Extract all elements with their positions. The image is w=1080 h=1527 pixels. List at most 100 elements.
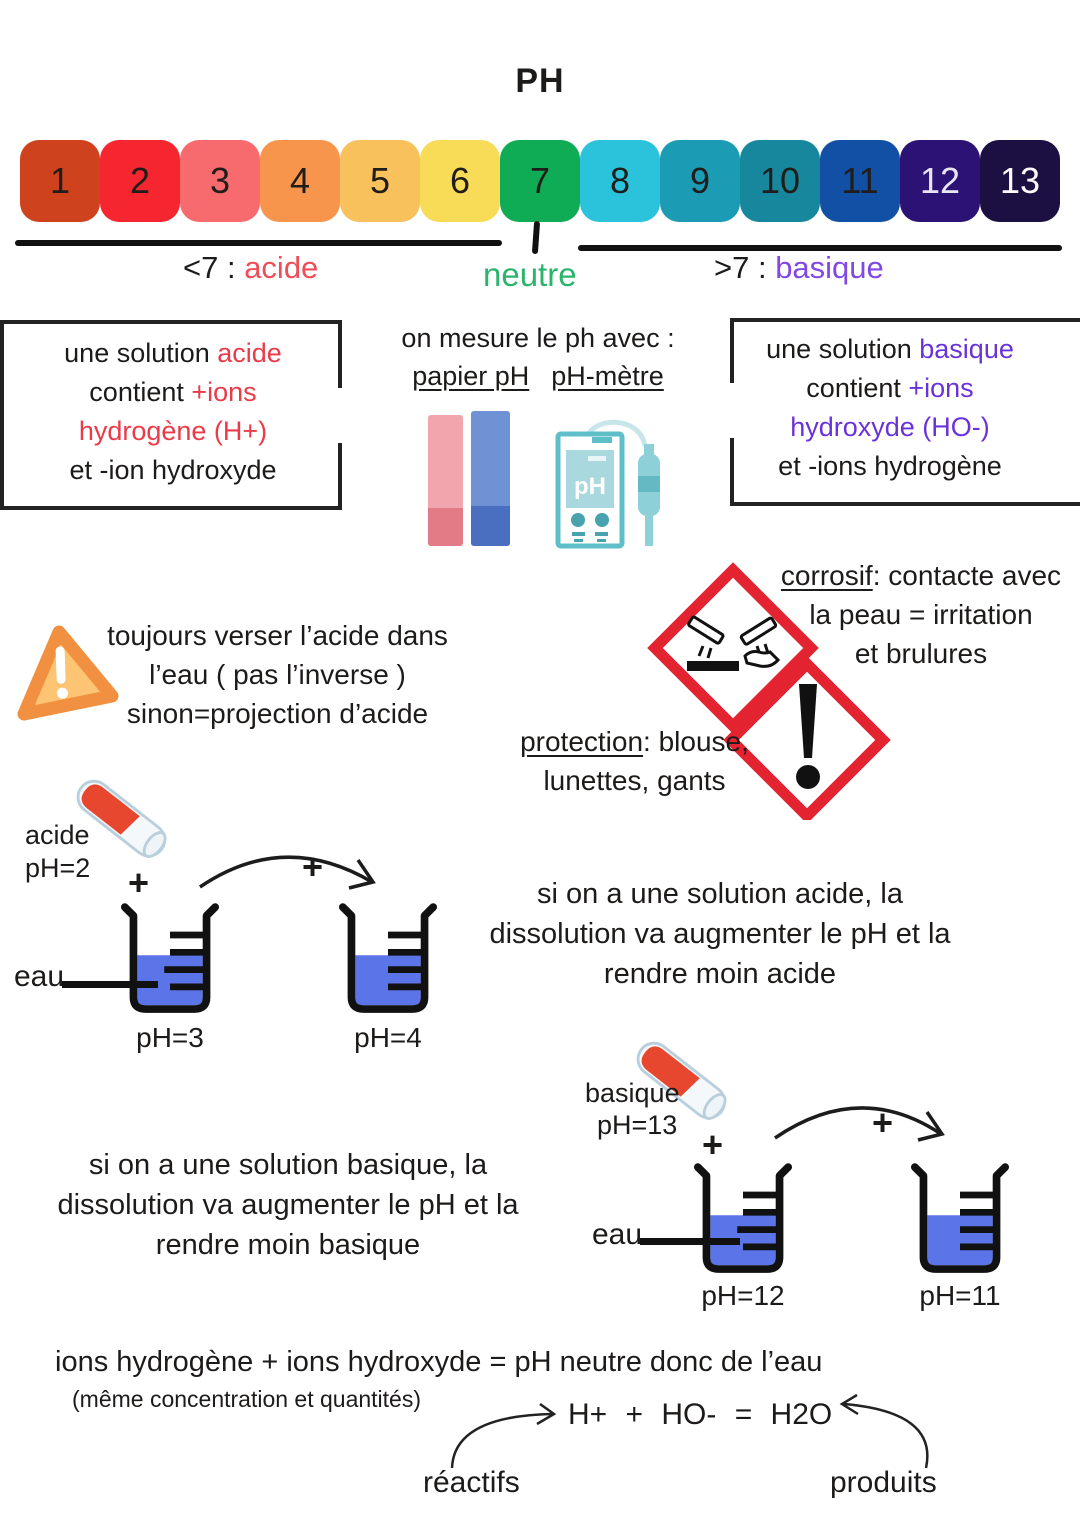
page-title: PH: [515, 62, 565, 100]
ph-scale-square-12: 12: [900, 140, 980, 222]
acid-box-border-gap: [334, 388, 346, 443]
acid-box-l3: hydrogène (H+): [78, 416, 268, 446]
acid-dilution-caption: si on a une solution acide, la dissoluti…: [470, 874, 970, 994]
neutral-tick: [531, 220, 541, 255]
basic-dilution-caption: si on a une solution basique, la dissolu…: [28, 1145, 548, 1265]
plus-sign: +: [702, 1124, 724, 1165]
warning-line1: toujours verser l’acide dans: [107, 620, 448, 651]
ph-meter-label: pH-mètre: [551, 361, 664, 391]
neutralization-statement: ions hydrogène + ions hydroxyde = pH neu…: [55, 1346, 823, 1378]
acid-test-tube-icon: [76, 779, 167, 858]
warning-line2: l’eau ( pas l’inverse ): [149, 659, 406, 690]
acid-caption-line3: rendre moin acide: [603, 958, 837, 990]
acid-box-text: une solution acide contient +ions hydrog…: [8, 334, 338, 490]
ph-scale-square-4: 4: [260, 140, 340, 222]
basic-box-l2b: +ions: [908, 373, 974, 403]
measure-intro: on mesure le ph avec :: [401, 323, 675, 353]
products-label: produits: [830, 1466, 937, 1499]
ph-scale-square-11: 11: [820, 140, 900, 222]
beaker-ph3: [120, 903, 220, 1013]
products-arrow: [839, 1393, 929, 1469]
basic-box-border-gap: [724, 383, 736, 438]
plus-sign: +: [872, 1102, 894, 1143]
ph-scale-square-7: 7: [500, 140, 580, 222]
neutralization-note: (même concentration et quantités): [72, 1386, 422, 1412]
basic-range-label: >7 : basique: [714, 250, 884, 286]
ph-paper-strip-pink: [428, 415, 463, 546]
ph-scale-square-1: 1: [20, 140, 100, 222]
corrosive-line2: la peau = irritation: [809, 599, 1033, 630]
acid-box-l2a: contient: [89, 377, 192, 407]
basic-tube-ph: pH=13: [597, 1110, 678, 1140]
water-pointer-line: [640, 1238, 740, 1245]
basic-range-line: [578, 245, 1062, 251]
ph-paper-strip-pink-reacted: [428, 508, 463, 546]
neutral-label: neutre: [483, 256, 577, 293]
acid-range-term: acide: [244, 250, 319, 285]
protection-term: protection: [520, 726, 644, 757]
warning-triangle-icon: [17, 625, 119, 721]
acid-box-l2b: +ions: [191, 377, 257, 407]
beaker-ph11: [910, 1163, 1010, 1273]
acid-range-line: [15, 240, 502, 246]
acid-box-l1b: acide: [217, 338, 282, 368]
protection-line1-rest: : blouse,: [643, 726, 749, 757]
beaker-ph12-label: pH=12: [701, 1280, 785, 1311]
water-pointer-line: [62, 981, 158, 988]
ph-scale-square-8: 8: [580, 140, 660, 222]
acid-caption-line1: si on a une solution acide, la: [537, 878, 903, 910]
basic-box-l1b: basique: [919, 334, 1014, 364]
basic-box-l2a: contient: [806, 373, 909, 403]
corrosive-text: corrosif: contacte avec la peau = irrita…: [762, 556, 1080, 673]
basic-info-text: une solution basique contient +ions hydr…: [735, 330, 1045, 486]
hazard-pictograms: [647, 562, 891, 820]
ph-scale-square-3: 3: [180, 140, 260, 222]
reactants-arrow: [450, 1402, 557, 1469]
acid-tube-ph: pH=2: [25, 853, 91, 883]
basic-caption-line1: si on a une solution basique, la: [88, 1149, 488, 1181]
basic-box-l4: et -ions hydrogène: [778, 451, 1002, 481]
corrosive-term: corrosif: [780, 560, 873, 591]
basic-range-prefix: >7 :: [714, 250, 776, 285]
water-label: eau: [14, 960, 65, 993]
beaker-ph12: [693, 1163, 793, 1273]
ph-scale-square-10: 10: [740, 140, 820, 222]
ph-scale-square-13: 13: [980, 140, 1060, 222]
exclamation-diamond-icon: [723, 656, 891, 820]
basic-range-term: basique: [775, 250, 884, 285]
warning-line3: sinon=projection d’acide: [126, 698, 429, 729]
acid-tube-label: acide: [25, 820, 90, 850]
ph-paper-strip-blue-reacted: [471, 506, 510, 546]
acid-range-label: <7 : acide: [183, 250, 318, 286]
protection-text: protection: blouse, lunettes, gants: [492, 722, 777, 800]
measure-methods: papier pH pH-mètre: [388, 361, 688, 392]
plus-sign: +: [128, 862, 150, 903]
basic-box-l1a: une solution: [766, 334, 920, 364]
basic-tube-label: basique: [585, 1078, 680, 1108]
acid-range-prefix: <7 :: [183, 250, 245, 285]
acid-box-l4: et -ion hydroxyde: [69, 455, 277, 485]
acid-box-l1a: une solution: [64, 338, 218, 368]
svg-text:pH: pH: [574, 473, 606, 500]
beaker-ph3-label: pH=3: [136, 1022, 204, 1053]
dilution-arrow: [774, 1106, 945, 1142]
ph-scale-square-5: 5: [340, 140, 420, 222]
ph-meter-icon: pH: [555, 419, 660, 549]
corrosive-diamond-icon: [647, 562, 819, 734]
water-label: eau: [592, 1218, 643, 1251]
neutralization-equation: H+ + HO- = H2O: [568, 1398, 833, 1431]
warning-text: toujours verser l’acide dans l’eau ( pas…: [80, 616, 475, 733]
basic-box-l3: hydroxyde (HO-): [790, 412, 990, 442]
ph-scale-square-2: 2: [100, 140, 180, 222]
ph-scale-square-6: 6: [420, 140, 500, 222]
basic-caption-line3: rendre moin basique: [155, 1229, 421, 1261]
reactants-label: réactifs: [423, 1466, 520, 1499]
paper-ph-label: papier pH: [412, 361, 530, 391]
ph-paper-strip-blue: [471, 411, 510, 546]
acid-caption-line2: dissolution va augmenter le pH et la: [489, 918, 951, 950]
ph-scale-square-9: 9: [660, 140, 740, 222]
protection-line2: lunettes, gants: [543, 765, 726, 796]
basic-caption-line2: dissolution va augmenter le pH et la: [57, 1189, 519, 1221]
beaker-ph11-label: pH=11: [919, 1280, 1001, 1311]
